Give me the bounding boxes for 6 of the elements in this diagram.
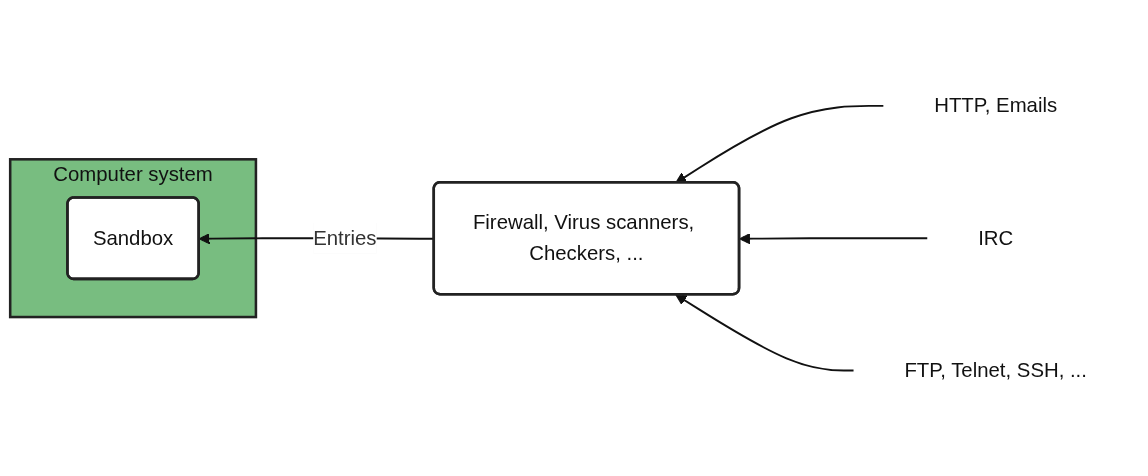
edge-label: Entries [313,226,377,249]
node-text: IRC [978,226,1014,249]
node-text: HTTP, Emails [934,94,1058,116]
arrow [675,294,855,372]
node-text: FTP, Telnet, SSH, ... [904,358,1087,381]
arrow [739,232,929,245]
